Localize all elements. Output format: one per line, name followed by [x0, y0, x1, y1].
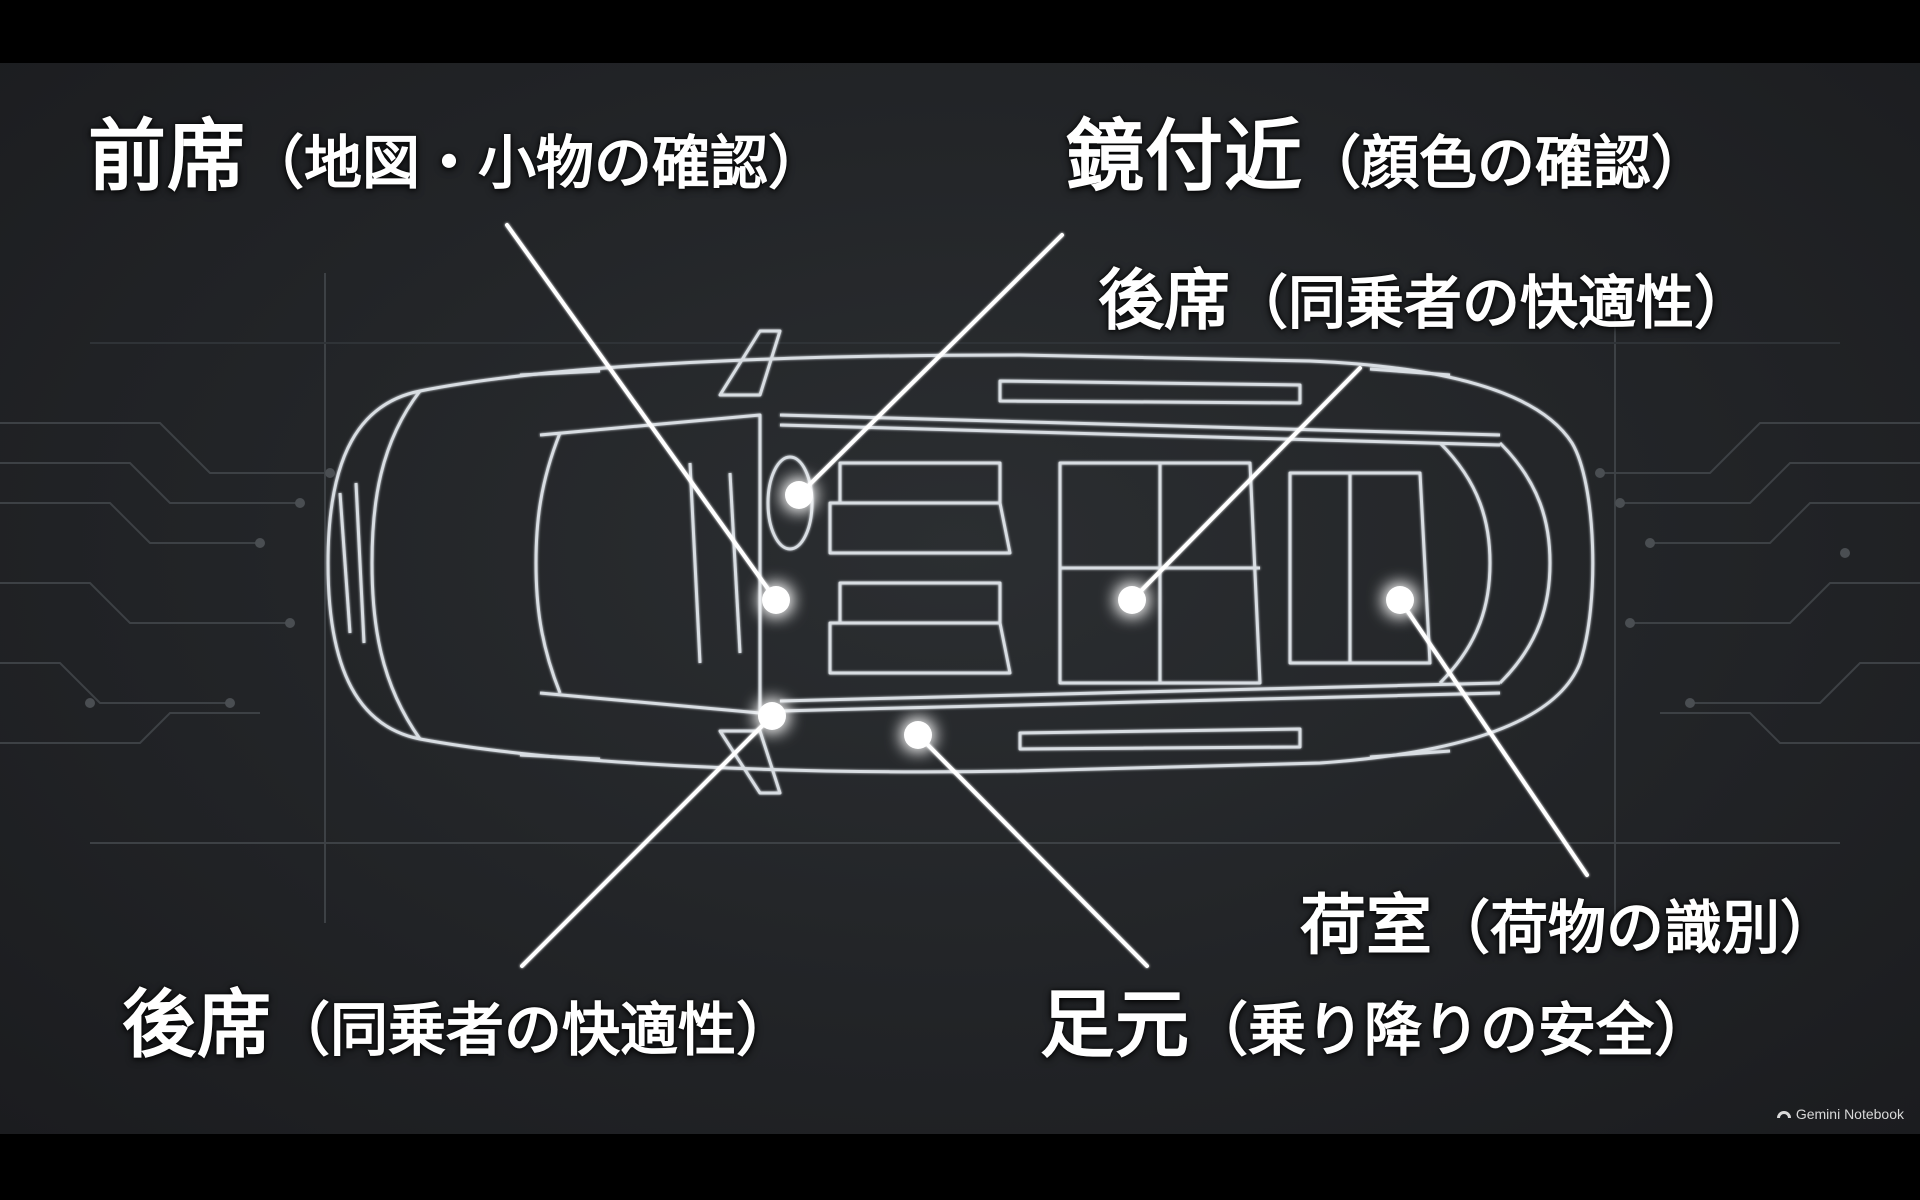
- label-rear-seat-left-detail: （同乗者の快適性）: [272, 996, 795, 1064]
- label-front-seat: 前席（地図・小物の確認）: [88, 118, 826, 196]
- hotspot-mirror: [785, 481, 813, 509]
- label-rear-seat-left-title: 後席: [122, 982, 272, 1068]
- car-diagram: [0, 223, 1920, 968]
- label-rear-seat-right-title: 後席: [1098, 262, 1230, 339]
- label-luggage: 荷室（荷物の識別）: [1300, 893, 1838, 959]
- circuit-background: [0, 273, 1920, 923]
- label-rear-seat-left: 後席（同乗者の快適性）: [122, 988, 794, 1062]
- label-rear-seat-right: 後席（同乗者の快適性）: [1098, 268, 1752, 334]
- label-mirror: 鏡付近（顔色の確認）: [1066, 118, 1709, 196]
- hotspot-rear-seat-left: [758, 702, 786, 730]
- hotspot-luggage: [1386, 586, 1414, 614]
- label-luggage-detail: （荷物の識別）: [1432, 894, 1839, 962]
- circuit-nodes: [85, 468, 1850, 708]
- slide: 前席（地図・小物の確認） 鏡付近（顔色の確認） 後席（同乗者の快適性） 荷室（荷…: [0, 63, 1920, 1134]
- watermark: Gemini Notebook: [1776, 1106, 1904, 1122]
- watermark-text: Gemini Notebook: [1795, 1106, 1904, 1122]
- hotspot-footwell: [904, 721, 932, 749]
- label-front-seat-detail: （地図・小物の確認）: [246, 129, 827, 197]
- gemini-notebook-icon: [1776, 1111, 1791, 1118]
- hotspot-front-seat: [762, 586, 790, 614]
- label-mirror-title: 鏡付近: [1066, 112, 1304, 202]
- car-outline: [326, 329, 1595, 795]
- callout-lines: [505, 223, 1589, 968]
- label-footwell-detail: （乗り降りの安全）: [1190, 996, 1713, 1064]
- hotspots: [758, 481, 1414, 749]
- label-footwell: 足元（乗り降りの安全）: [1040, 988, 1712, 1062]
- label-rear-seat-right-detail: （同乗者の快適性）: [1230, 269, 1753, 337]
- label-footwell-title: 足元: [1040, 982, 1190, 1068]
- label-luggage-title: 荷室: [1300, 887, 1432, 964]
- label-mirror-detail: （顔色の確認）: [1303, 129, 1710, 197]
- label-front-seat-title: 前席: [88, 112, 247, 202]
- hotspot-rear-seat-right: [1118, 586, 1146, 614]
